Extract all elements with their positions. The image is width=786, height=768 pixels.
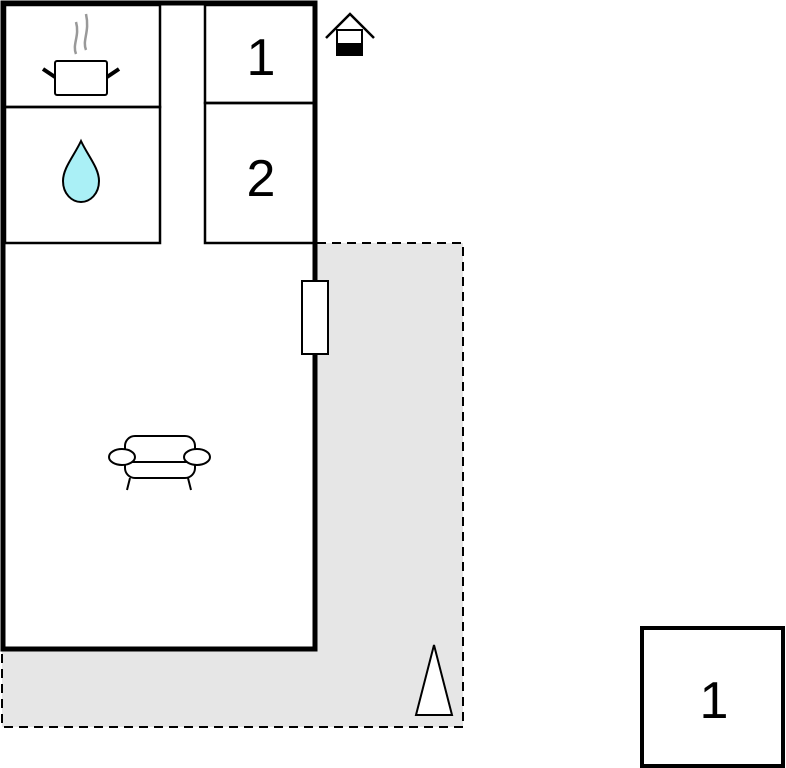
terrace-outline (1, 242, 464, 728)
bathroom-room (3, 105, 162, 245)
bedroom-1-label: 1 (247, 29, 276, 87)
terrace-area (2, 243, 463, 727)
entrance-house-icon (325, 12, 375, 56)
annex-bedroom-label: 1 (700, 672, 729, 730)
annex-bedroom-room (640, 626, 785, 768)
bedroom-2-label: 2 (247, 150, 276, 208)
tree-icon (414, 644, 454, 716)
bathroom-water-drop-icon (61, 138, 101, 204)
sofa-icon (108, 435, 211, 491)
window-icon (301, 280, 329, 355)
kitchen-pot-icon (41, 13, 121, 96)
bedroom-2-room (203, 101, 317, 245)
